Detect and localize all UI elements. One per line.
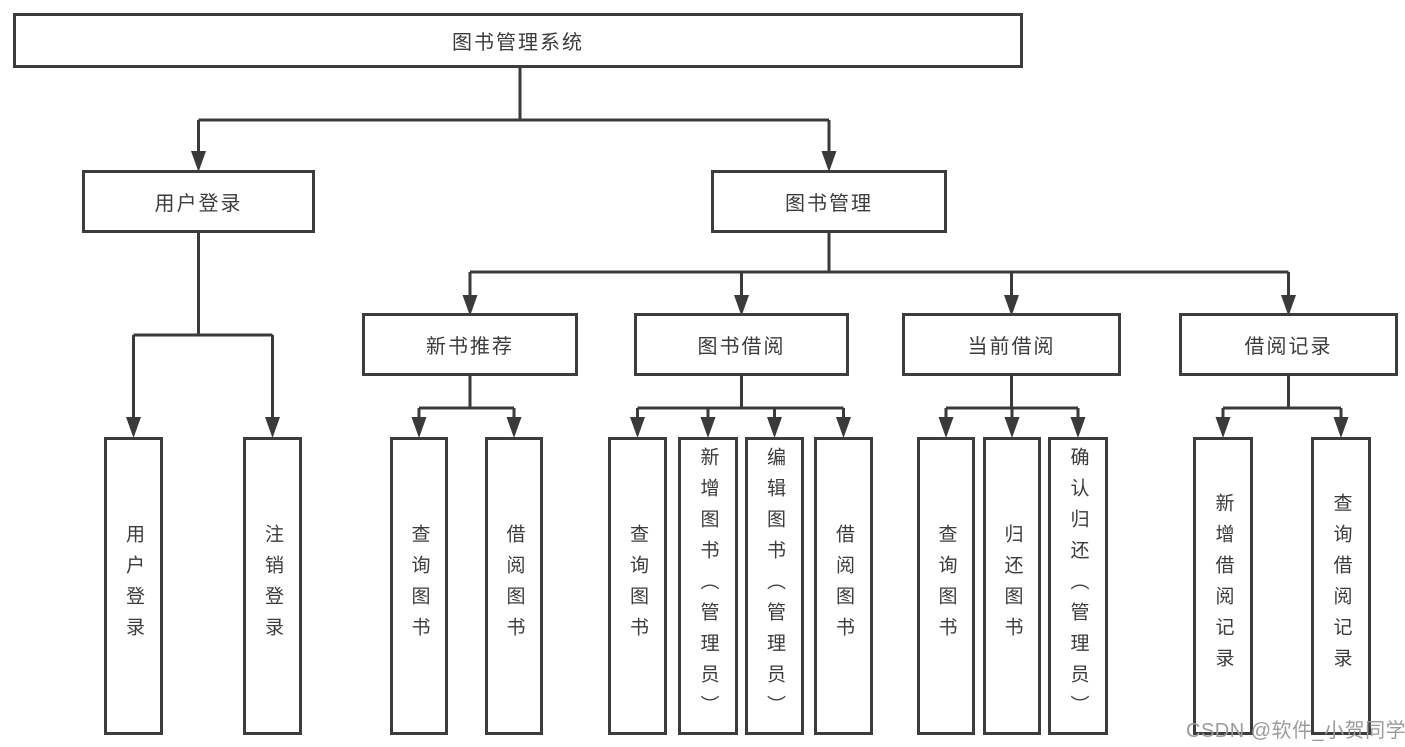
node-book-management: 图书管理: [711, 170, 947, 233]
leaf-query-books-newrec: 查询图书: [390, 437, 448, 735]
leaf-logout: 注销登录: [243, 437, 302, 735]
leaf-query-borrow-record: 查询借阅记录: [1311, 437, 1371, 735]
node-new-book-recommend: 新书推荐: [362, 313, 578, 376]
leaf-edit-books-admin-label: 编辑图书（管理员）: [764, 446, 785, 726]
leaf-user-login: 用户登录: [104, 437, 163, 735]
node-book-management-label: 图书管理: [785, 193, 873, 215]
leaf-return-books: 归还图书: [983, 437, 1041, 735]
leaf-borrow-books-newrec-label: 借阅图书: [503, 524, 525, 648]
leaf-borrow-books: 借阅图书: [814, 437, 873, 735]
watermark-csdn: CSDN @软件_小贺同学: [1186, 720, 1405, 742]
node-user-login-label: 用户登录: [154, 193, 243, 215]
leaf-add-borrow-record: 新增借阅记录: [1193, 437, 1253, 735]
node-borrowing-records-label: 借阅记录: [1244, 336, 1333, 358]
leaf-borrow-books-label: 借阅图书: [833, 524, 854, 648]
leaf-add-borrow-record-label: 新增借阅记录: [1212, 493, 1234, 679]
node-user-login: 用户登录: [82, 170, 315, 233]
leaf-query-books-current: 查询图书: [917, 437, 975, 735]
node-borrowing-records: 借阅记录: [1179, 313, 1398, 376]
leaf-confirm-return-admin-label: 确认归还（管理员）: [1067, 446, 1089, 726]
leaf-user-login-label: 用户登录: [123, 524, 144, 648]
leaf-query-books-borrow: 查询图书: [608, 437, 667, 735]
node-root-label: 图书管理系统: [452, 32, 584, 54]
leaf-query-books-borrow-label: 查询图书: [627, 524, 648, 648]
leaf-edit-books-admin: 编辑图书（管理员）: [745, 437, 804, 735]
leaf-logout-label: 注销登录: [262, 524, 283, 648]
leaf-return-books-label: 归还图书: [1001, 524, 1023, 648]
leaf-add-books-admin-label: 新增图书（管理员）: [697, 446, 719, 726]
leaf-borrow-books-newrec: 借阅图书: [485, 437, 543, 735]
leaf-query-books-newrec-label: 查询图书: [408, 524, 430, 648]
leaf-query-books-current-label: 查询图书: [935, 524, 957, 648]
leaf-confirm-return-admin: 确认归还（管理员）: [1048, 437, 1108, 735]
node-new-book-recommend-label: 新书推荐: [426, 336, 514, 358]
node-current-borrowing-label: 当前借阅: [967, 336, 1056, 358]
node-book-borrowing: 图书借阅: [634, 313, 849, 376]
leaf-add-books-admin: 新增图书（管理员）: [678, 437, 738, 735]
leaf-query-borrow-record-label: 查询借阅记录: [1330, 493, 1352, 679]
node-current-borrowing: 当前借阅: [902, 313, 1121, 376]
node-root-library-system: 图书管理系统: [13, 13, 1023, 68]
node-book-borrowing-label: 图书借阅: [697, 336, 786, 358]
